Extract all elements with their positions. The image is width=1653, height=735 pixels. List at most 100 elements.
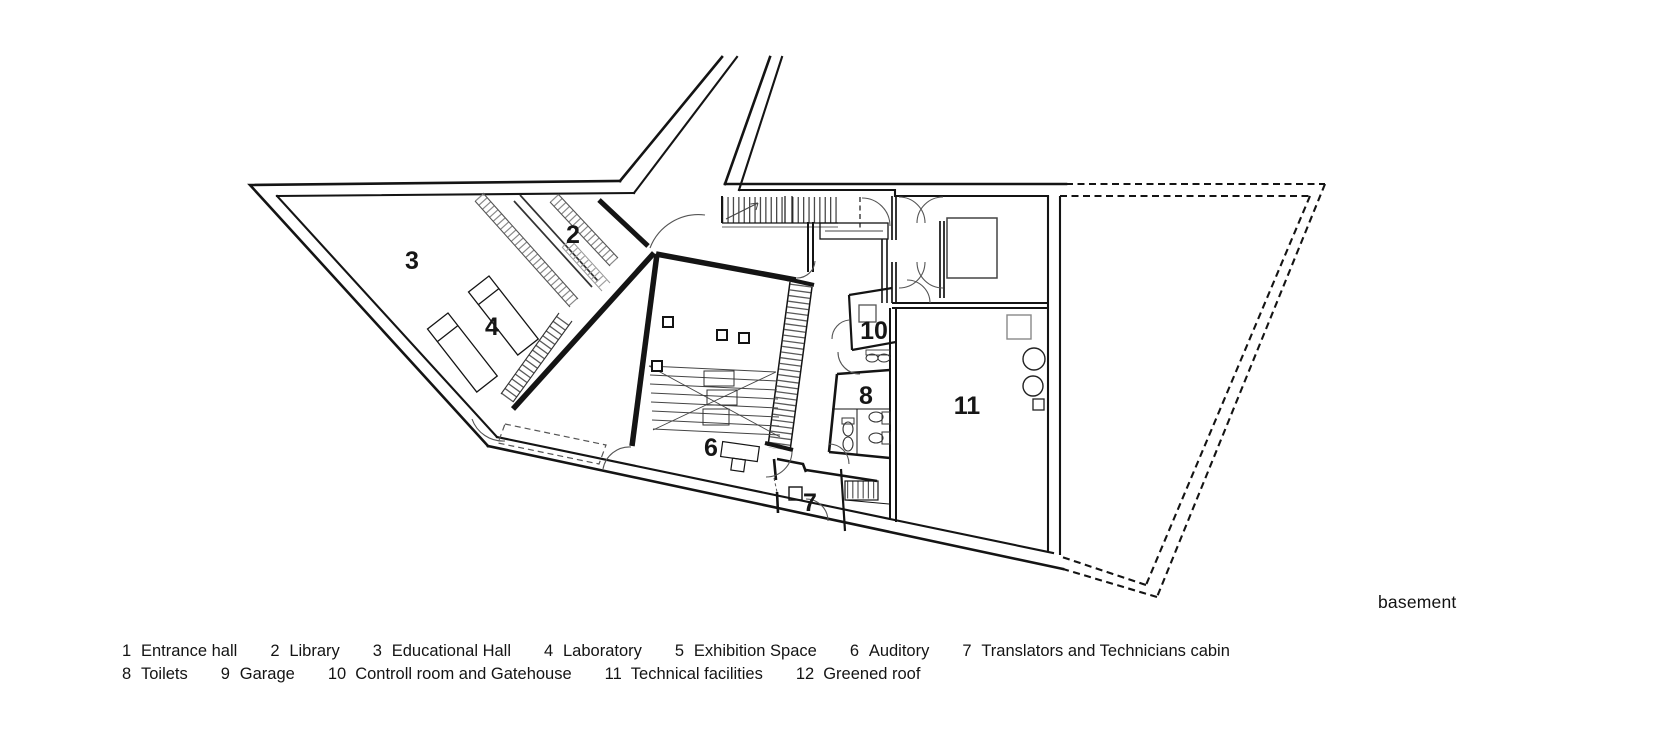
inner-wall-notch-left	[632, 55, 739, 195]
equipment-small-square	[1032, 398, 1045, 411]
legend-number: 3	[372, 642, 382, 660]
tank-circle-1	[1022, 347, 1046, 371]
shelf-run-4	[562, 239, 610, 291]
legend-item: 10 Controll room and Gatehouse	[328, 663, 572, 686]
legend: 1 Entrance hall 2 Library 3 Educational …	[122, 640, 1282, 686]
inner-wall-notch-right	[737, 55, 784, 192]
legend-label: Entrance hall	[141, 642, 238, 660]
pillars	[651, 316, 750, 372]
stair-band-rails	[767, 281, 813, 452]
legend-item: 2 Library	[270, 640, 339, 663]
outer-wall-notch-left	[618, 55, 724, 183]
room7-stair-border	[844, 480, 879, 501]
diagonal-wall-main	[510, 251, 657, 411]
legend-item: 12 Greened roof	[796, 663, 921, 686]
legend-label: Laboratory	[563, 642, 642, 660]
outer-wall-notch-right	[723, 55, 772, 186]
legend-number: 7	[962, 642, 972, 660]
floor-title: basement	[1378, 592, 1457, 612]
legend-label: Technical facilities	[630, 665, 763, 683]
entrance-door-arc	[471, 418, 506, 442]
room11-left-wall	[889, 308, 897, 522]
room8-door-arc-top	[837, 351, 861, 375]
room-label-translators-cabin: 7	[803, 489, 817, 517]
library-shelves	[474, 192, 619, 308]
stair-direction-arrow	[725, 202, 759, 220]
corridor-door-arc	[649, 214, 706, 249]
inner-wall-left	[275, 194, 499, 439]
inner-wall-bottom	[495, 435, 1055, 555]
shelf-run-1	[474, 193, 579, 307]
aisle-diagonal	[648, 365, 781, 438]
legend-label: Garage	[239, 665, 295, 683]
auditorium	[602, 251, 816, 478]
legend-label: Greened roof	[823, 665, 921, 683]
room-label-technical-facilities: 11	[954, 392, 981, 420]
room-label-auditory: 6	[704, 434, 718, 462]
wc-fixture	[842, 436, 854, 452]
inner-wall-top-center	[737, 188, 1050, 198]
translators-cabin	[772, 457, 890, 532]
legend-number: 1	[122, 642, 132, 660]
gatehouse-control-room	[807, 197, 897, 352]
legend-number: 5	[674, 642, 685, 660]
outer-wall-bottom	[486, 444, 1065, 571]
technical-facilities-room	[889, 196, 1062, 555]
legend-row-2: 8 Toilets 9 Garage 10 Controll room and …	[122, 663, 1282, 686]
legend-number: 9	[220, 665, 230, 683]
aisle-landings	[702, 370, 738, 426]
legend-item: 5 Exhibition Space	[675, 640, 817, 663]
shelf-run-3	[549, 194, 619, 266]
legend-item: 1 Entrance hall	[122, 640, 237, 663]
dashed-bottom-inner	[1061, 556, 1147, 586]
dashed-diagonal-outer	[1156, 183, 1326, 598]
dashed-bottom-outer	[1062, 567, 1158, 599]
legend-number: 8	[122, 665, 132, 683]
outer-wall-left-top	[247, 179, 622, 448]
legend-item: 8 Toilets	[122, 663, 188, 686]
room10-door-arc	[831, 319, 850, 340]
room10-cabinet	[858, 304, 877, 323]
legend-item: 3 Educational Hall	[373, 640, 511, 663]
shelf-run-2	[513, 194, 599, 288]
room-label-laboratory: 4	[485, 313, 499, 341]
vestibule-door-arc-3	[898, 261, 926, 289]
wc-fixture	[868, 432, 884, 444]
shaft-wall	[881, 239, 888, 303]
gatehouse-desk	[819, 222, 889, 240]
machine-room-door-arc	[906, 279, 931, 304]
legend-label: Exhibition Space	[693, 642, 817, 660]
seating-rows	[648, 365, 781, 438]
legend-label: Toilets	[141, 665, 188, 683]
legend-label: Library	[289, 642, 340, 660]
toilets-room	[827, 349, 891, 465]
room10-walls	[847, 286, 897, 352]
legend-label: Translators and Technicians cabin	[981, 642, 1230, 660]
legend-label: Auditory	[868, 642, 930, 660]
room8-walls	[827, 368, 891, 460]
vestibule-and-machine-room	[890, 196, 1048, 309]
sink-counter	[865, 349, 891, 356]
room-label-library: 2	[566, 221, 580, 249]
room-label-control-room: 10	[860, 317, 888, 345]
building-outline-solid	[247, 55, 1068, 571]
room7-partition	[839, 468, 847, 532]
vestibule-door-arc-4	[916, 261, 944, 289]
stair-band-caps	[764, 277, 815, 452]
legend-item: 9 Garage	[221, 663, 295, 686]
vestibule-right-wall	[939, 221, 945, 298]
room-label-toilets: 8	[859, 382, 873, 410]
legend-number: 11	[604, 665, 622, 683]
building-outline-dashed	[1060, 182, 1326, 599]
auditorium-door-arc-bottom	[765, 451, 793, 478]
vestibule-door-arc-1	[898, 196, 926, 224]
vestibule-door-arc-2	[916, 196, 944, 224]
legend-number: 6	[849, 642, 859, 660]
room8-door-arc-bottom	[828, 443, 850, 465]
left-stair-rails	[500, 312, 573, 403]
legend-item: 7 Translators and Technicians cabin	[962, 640, 1230, 663]
corridor-wall	[807, 222, 814, 272]
legend-number: 2	[270, 642, 280, 660]
lab-bench	[426, 312, 499, 393]
equipment-square	[1006, 314, 1032, 340]
